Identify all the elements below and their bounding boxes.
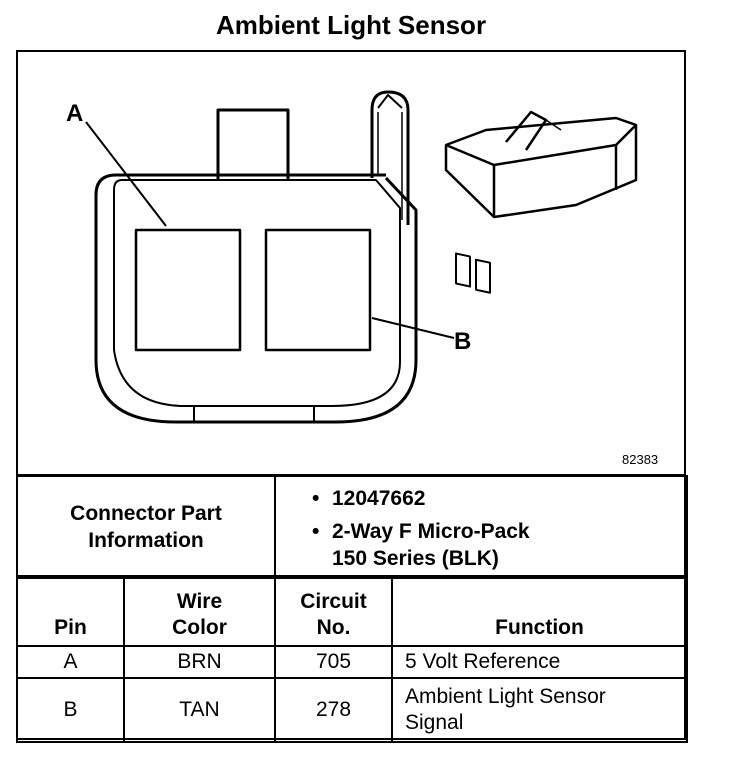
wire-color-cell: TAN	[123, 677, 276, 743]
connector-housing-inner	[113, 179, 401, 407]
diagram-title: Ambient Light Sensor	[215, 10, 487, 40]
pin-table-header: Pin Wire Color Circuit No. Function	[16, 575, 688, 647]
callout-a-label: A	[66, 100, 84, 127]
terminal-cavity-a	[134, 228, 242, 352]
table-row: B TAN 278 Ambient Light Sensor Signal	[16, 677, 688, 743]
connector-base-tab	[193, 406, 315, 422]
pin-cell: A	[16, 645, 125, 679]
table-row: A BRN 705 5 Volt Reference	[16, 645, 688, 679]
connector-info-label: Connector Part Information	[16, 475, 276, 579]
header-function: Function	[391, 575, 688, 647]
connector-info-values: 12047662 2-Way F Micro-Pack 150 Series (…	[274, 475, 688, 579]
connector-perspective-view	[444, 110, 638, 294]
connector-part-number: 12047662	[312, 485, 686, 512]
figure-number: 82383	[622, 452, 659, 467]
pin-table: Pin Wire Color Circuit No. Function A BR…	[16, 575, 688, 743]
callout-a-leader	[85, 121, 167, 227]
pin-cell: B	[16, 677, 125, 743]
header-circuit: Circuit No.	[274, 575, 393, 647]
connector-drawing	[16, 90, 686, 475]
circuit-cell: 278	[274, 677, 393, 743]
connector-info-table: Connector Part Information 12047662 2-Wa…	[16, 475, 688, 579]
header-wire-color: Wire Color	[123, 575, 276, 647]
connector-housing-outer	[94, 173, 418, 424]
connector-lock-post	[370, 90, 410, 225]
wire-color-cell: BRN	[123, 645, 276, 679]
function-cell: 5 Volt Reference	[391, 645, 688, 679]
callout-b-leader	[371, 317, 455, 339]
callout-b-label: B	[454, 328, 472, 355]
connector-description: 2-Way F Micro-Pack 150 Series (BLK)	[312, 518, 686, 572]
terminal-cavity-b	[264, 228, 372, 352]
header-pin: Pin	[16, 575, 125, 647]
connector-latch-tab	[216, 108, 290, 180]
circuit-cell: 705	[274, 645, 393, 679]
function-cell: Ambient Light Sensor Signal	[391, 677, 688, 743]
